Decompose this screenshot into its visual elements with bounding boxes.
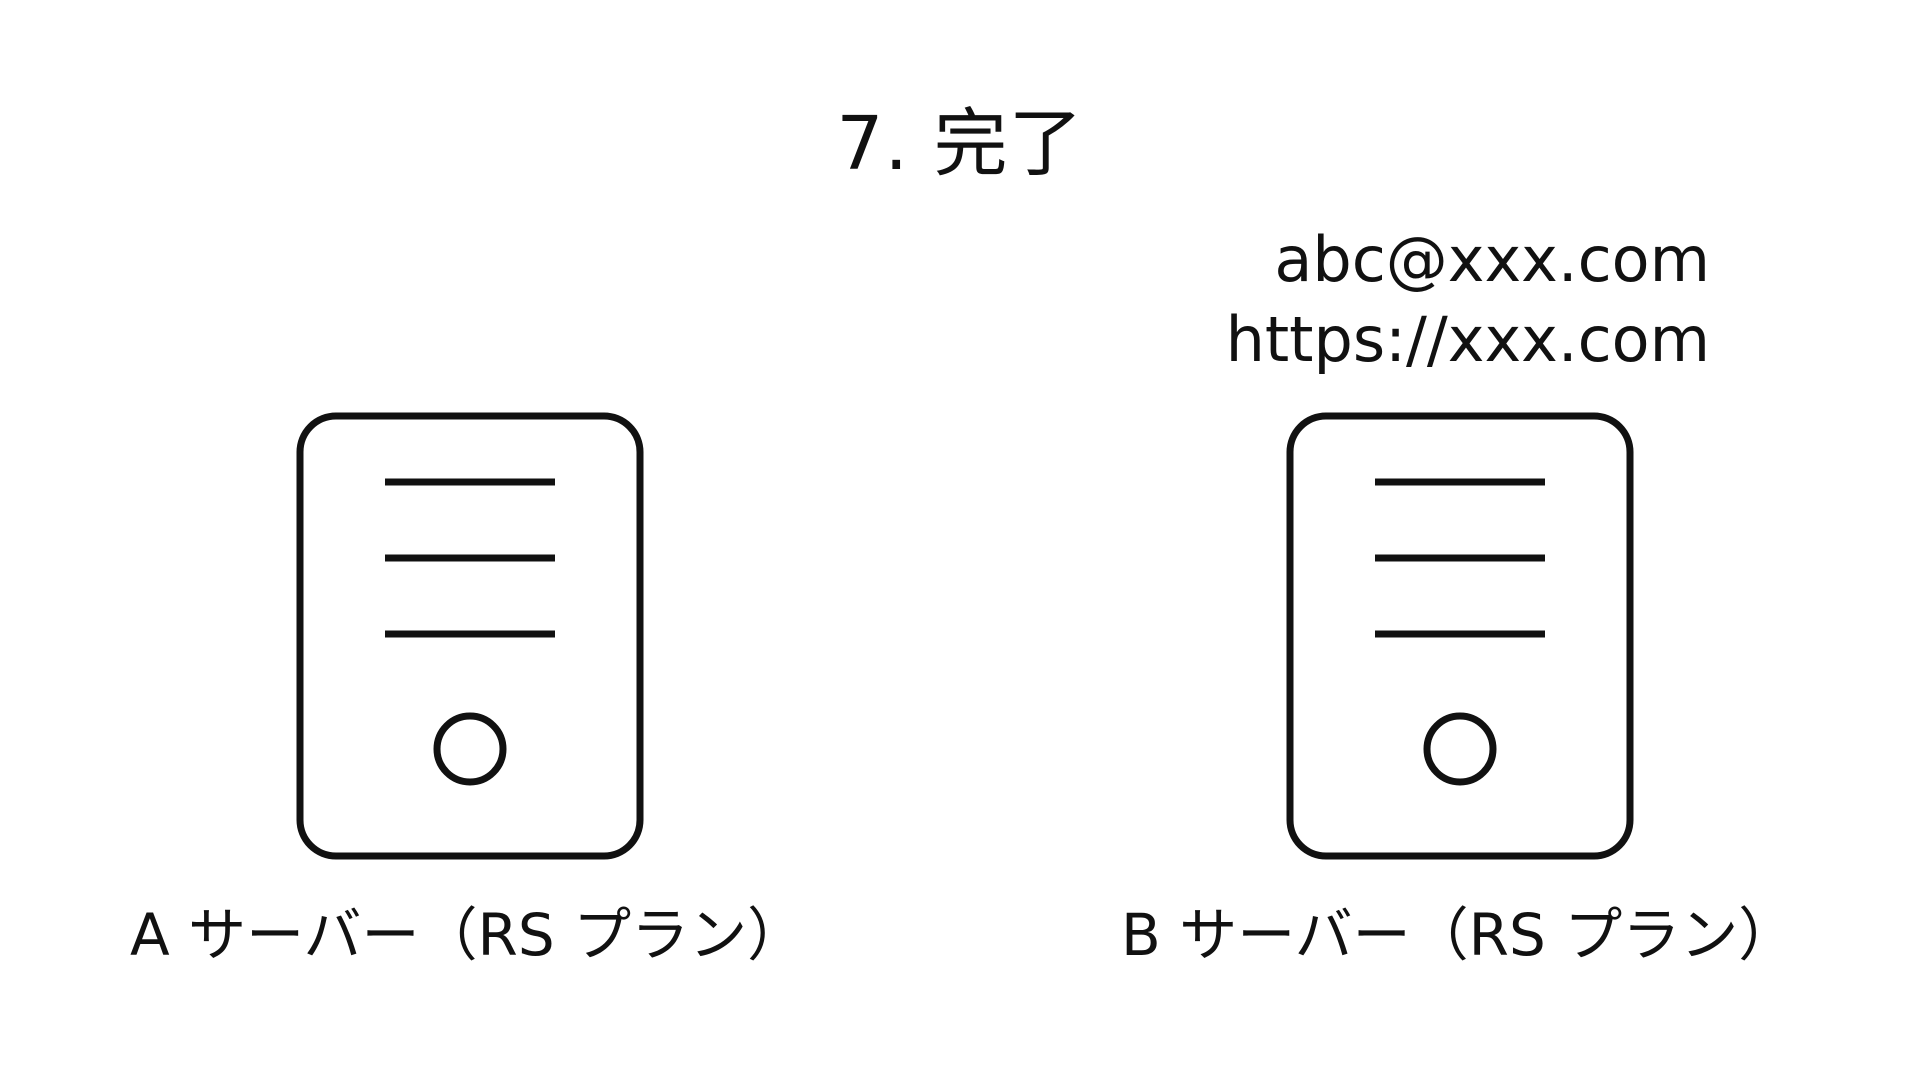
server-icon: [296, 412, 644, 860]
page-title: 7. 完了: [836, 101, 1084, 187]
site-url: https://xxx.com: [1225, 303, 1710, 376]
server-b-info: abc@xxx.com https://xxx.com: [1226, 220, 1710, 380]
server-b: [1280, 406, 1640, 866]
server-b-label: B サーバー（RS プラン）: [1121, 901, 1797, 969]
email-address: abc@xxx.com: [1274, 223, 1710, 296]
server-icon: [1286, 412, 1634, 860]
server-a: [290, 406, 650, 866]
server-a-label: A サーバー（RS プラン）: [130, 901, 806, 969]
